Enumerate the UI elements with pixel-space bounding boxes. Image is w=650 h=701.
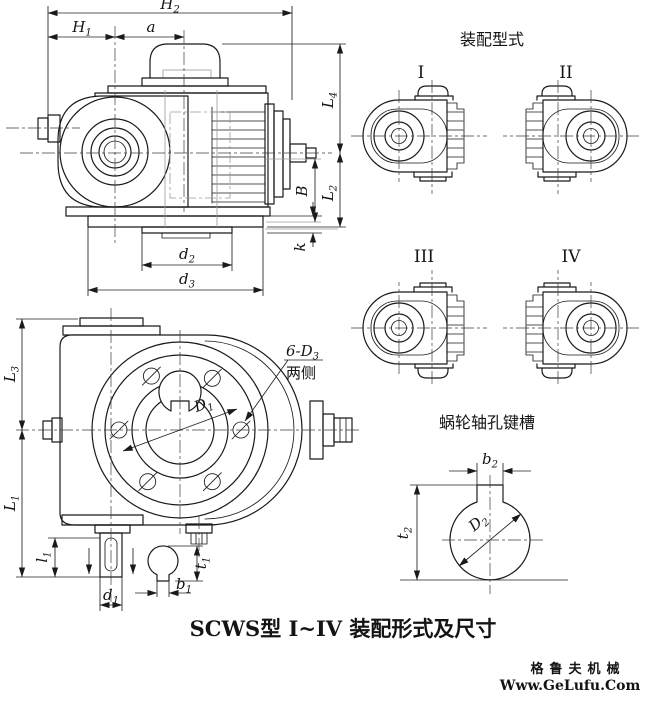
watermark: 格鲁夫机械 Www.GeLufu.Com: [499, 661, 641, 694]
assembly-type-3-label: III: [414, 247, 434, 267]
keyway-detail: 蜗轮轴孔键槽 b2 t2 D2: [394, 413, 568, 594]
dim-label-k: k: [291, 242, 309, 251]
dim-t2: t2: [394, 484, 568, 581]
keyway-title: 蜗轮轴孔键槽: [439, 413, 535, 432]
assembly-title: 装配型式: [460, 30, 524, 49]
dim-D1: D1: [122, 393, 238, 452]
assembly-type-2-label: II: [559, 63, 572, 83]
dim-label-D2: D2: [464, 509, 492, 537]
dim-a: a: [114, 18, 185, 41]
assembly-type-4-label: IV: [562, 247, 582, 267]
dim-b1: b1: [135, 575, 192, 597]
oil-plug: [37, 117, 49, 140]
callout-note: 两侧: [286, 364, 316, 382]
dim-L4: L4: [222, 43, 346, 154]
callout-6-D3-label: 6-D3: [286, 342, 319, 363]
dim-k: k: [265, 202, 338, 252]
side-view-body: [37, 43, 317, 239]
dim-d1: d1: [85, 548, 137, 611]
dim-t1: t1: [168, 545, 213, 582]
assembly-type-2-drawing: [502, 79, 640, 195]
watermark-url: Www.GeLufu.Com: [499, 678, 641, 694]
dim-label-l1: l1: [33, 551, 54, 562]
shaft-section: [147, 545, 179, 582]
dim-d2: d2: [141, 230, 233, 271]
dim-label-a: a: [147, 18, 156, 36]
assembly-panel: 装配型式 I II III IV: [350, 30, 640, 385]
drawing-caption: SCWS型 I~IV 装配形式及尺寸: [190, 616, 497, 641]
dim-H2: H2: [47, 0, 293, 118]
assembly-type-4-drawing: [502, 269, 640, 385]
cooling-fins: [211, 111, 266, 203]
assembly-type-1-label: I: [418, 63, 425, 83]
dim-label-d3: d3: [179, 270, 195, 291]
hidden-worm-outline: [169, 111, 231, 199]
side-view: H2 H1 a L4 L2 B: [6, 0, 346, 296]
assembly-type-3-drawing: [350, 269, 488, 385]
side-view-centerlines: [6, 26, 332, 246]
watermark-brand: 格鲁夫机械: [530, 661, 625, 677]
dim-L2: L2: [267, 152, 346, 228]
dim-label-H1: H1: [71, 18, 91, 39]
dim-label-H2: H2: [159, 0, 179, 16]
dim-label-D1: D1: [191, 393, 216, 419]
dim-label-t2: t2: [394, 527, 415, 539]
dim-label-d1: d1: [103, 586, 119, 607]
dim-label-L3: L3: [1, 366, 22, 383]
dim-label-b2: b2: [482, 450, 498, 471]
dim-b2: b2: [449, 450, 531, 497]
motor-dome: [149, 43, 221, 79]
dim-label-b1: b1: [176, 575, 192, 596]
mounting-flange: [65, 206, 271, 217]
dim-L3: L3: [1, 318, 78, 431]
top-cap: [79, 317, 144, 327]
dim-H1: H1: [47, 18, 116, 41]
wheel-housing: [57, 95, 189, 208]
dim-label-d2: d2: [179, 245, 195, 266]
dim-d3: d3: [87, 219, 264, 296]
front-view: L3 L1 l1 d1 t1: [1, 308, 362, 611]
dim-label-L1: L1: [1, 495, 22, 512]
dim-label-t1: t1: [192, 557, 213, 569]
callout-6-D3: 6-D3 两侧: [244, 342, 323, 422]
dim-label-L2: L2: [319, 185, 340, 202]
dim-label-L4: L4: [319, 92, 340, 109]
keyway-bore: [449, 484, 531, 581]
assembly-type-1-drawing: [350, 79, 488, 195]
dim-label-B: B: [293, 185, 311, 197]
dim-l1: l1: [33, 537, 100, 578]
